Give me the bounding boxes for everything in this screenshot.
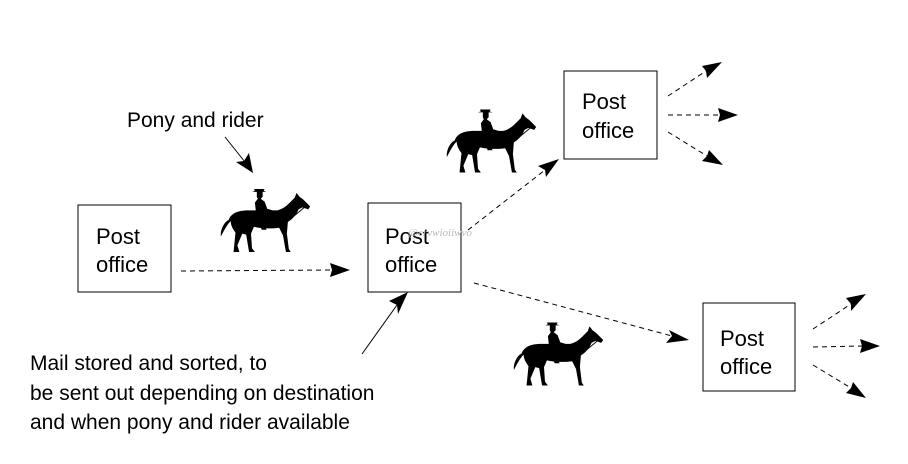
post-office-label-line1: Post xyxy=(385,224,429,249)
mail-note: Mail stored and sorted, to be sent out d… xyxy=(30,352,374,434)
watermark: @ervwioiiwvo xyxy=(408,227,472,239)
route-arrow-lower-fan-down xyxy=(812,364,866,398)
route-arrow-upper-fan-right xyxy=(668,108,738,122)
mail-note-line: and when pony and rider available xyxy=(30,411,350,434)
route-arrow-upper-fan-up xyxy=(667,62,722,97)
post-office-box-lower: Post office xyxy=(702,302,796,392)
post-office-label-line2: office xyxy=(385,252,437,277)
horse-rider-silhouette-icon xyxy=(220,188,311,253)
mail-note-line: be sent out depending on destination xyxy=(30,382,374,405)
callout-arrow-mail-note xyxy=(361,292,408,355)
route-arrow-hub-to-lower xyxy=(473,282,689,343)
post-office-label-line2: office xyxy=(720,354,772,379)
pony-rider-label: Pony and rider xyxy=(127,109,264,132)
post-office-box-upper: Post office xyxy=(563,70,658,160)
horse-rider-silhouette-icon xyxy=(446,108,537,174)
callout-arrow-pony-rider xyxy=(224,136,253,173)
route-arrow-hub-to-upper xyxy=(467,159,559,231)
route-arrow-lower-fan-up xyxy=(812,294,866,330)
post-office-label-line1: Post xyxy=(582,89,626,114)
mail-note-line: Mail stored and sorted, to xyxy=(30,352,267,375)
post-office-label-line1: Post xyxy=(96,224,140,249)
post-office-box-hub: Post office xyxy=(367,202,462,293)
route-arrow-origin-to-hub xyxy=(180,263,350,277)
post-office-label-line2: office xyxy=(582,118,634,143)
horse-rider-silhouette-icon xyxy=(513,321,604,387)
route-arrow-lower-fan-right xyxy=(812,339,880,353)
post-office-label-line1: Post xyxy=(720,326,764,351)
route-arrow-upper-fan-down xyxy=(667,131,723,165)
post-office-label-line2: office xyxy=(96,252,148,277)
post-office-box-origin: Post office xyxy=(77,204,172,293)
